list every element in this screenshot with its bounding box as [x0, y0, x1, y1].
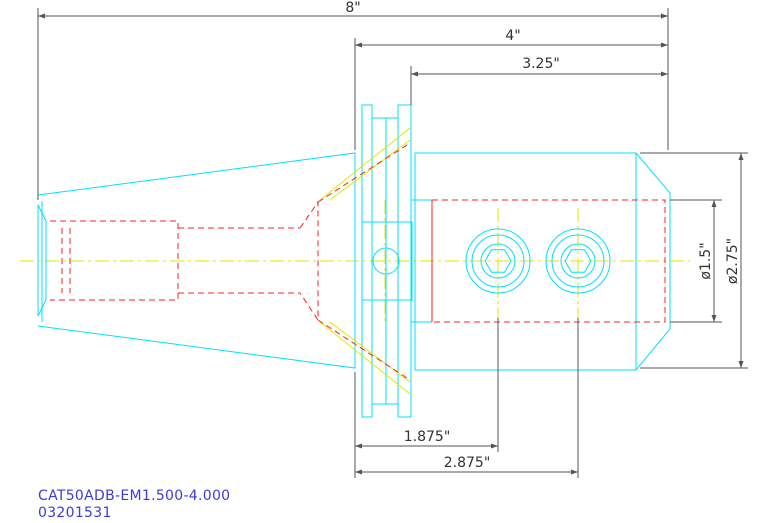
dim-overall-label: 8"	[345, 0, 360, 16]
dim-body-length: 3.25"	[410, 56, 668, 105]
dim-screw2-position: 2.875"	[355, 318, 579, 478]
part-number: CAT50ADB-EM1.500-4.000	[38, 488, 231, 504]
endmill-bore	[431, 199, 666, 323]
dim-flange-label: 4"	[505, 28, 520, 44]
dim-screw2-label: 2.875"	[444, 455, 491, 471]
taper-shank	[37, 152, 356, 369]
item-code: 03201531	[38, 505, 112, 521]
drawbar-bore	[50, 200, 319, 322]
dim-overall-length: 8"	[37, 0, 669, 200]
set-screw-1	[465, 228, 531, 294]
flange-chamfers	[317, 127, 411, 395]
dim-body-diameter: ø2.75"	[640, 152, 748, 369]
dim-bore-diameter: ø1.5"	[670, 199, 722, 323]
dim-screw1-label: 1.875"	[404, 429, 451, 445]
dim-bore-label: ø1.5"	[698, 242, 714, 279]
dim-screw1-position: 1.875"	[354, 318, 499, 478]
holder-body	[414, 152, 671, 371]
dim-body-diameter-label: ø2.75"	[725, 238, 741, 284]
dim-flange-length: 4"	[354, 28, 668, 150]
dim-body-label: 3.25"	[522, 56, 560, 72]
set-screw-2	[545, 228, 611, 294]
